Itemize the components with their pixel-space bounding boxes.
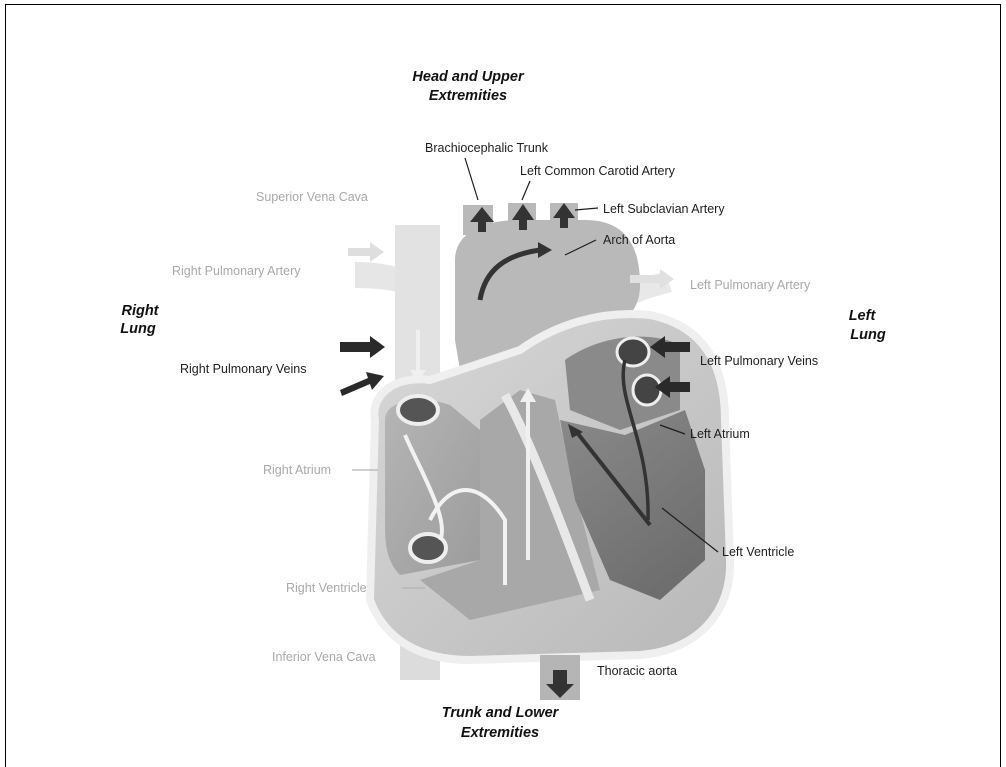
left-lung-label-line1: Left (849, 308, 877, 324)
left-lung-label-line2: Lung (850, 327, 886, 343)
head-region-label-line1: Head and Upper (412, 69, 525, 85)
superior-vena-cava-label: Superior Vena Cava (256, 190, 368, 204)
right-lung-label-line1: Right (121, 303, 159, 319)
leader-carotid (522, 181, 530, 200)
left-subclavian-artery-label: Left Subclavian Artery (603, 202, 725, 216)
trunk-region-label-line2: Extremities (461, 725, 539, 741)
leader-brachiocephalic (465, 158, 478, 200)
tricuspid-valve-top (398, 396, 438, 424)
left-ventricle-label: Left Ventricle (722, 545, 794, 559)
left-atrium-label: Left Atrium (690, 427, 750, 441)
brachiocephalic-trunk-label: Brachiocephalic Trunk (425, 141, 549, 155)
left-common-carotid-artery-label: Left Common Carotid Artery (520, 164, 676, 178)
right-ventricle-label: Right Ventricle (286, 581, 367, 595)
right-pulmonary-veins-label: Right Pulmonary Veins (180, 362, 306, 376)
pulmonary-valve-bottom (633, 375, 661, 405)
leader-subclavian (575, 208, 598, 210)
trunk-region-label-line1: Trunk and Lower (442, 705, 560, 721)
head-region-label-line2: Extremities (429, 88, 507, 104)
right-pulmonary-vein-arrow-2 (340, 372, 384, 396)
right-pulmonary-artery-label: Right Pulmonary Artery (172, 264, 301, 278)
left-pulmonary-artery-label: Left Pulmonary Artery (690, 278, 811, 292)
pale-pulmonary-arrow-left (348, 242, 384, 262)
pulmonary-valve-top (617, 338, 649, 366)
thoracic-aorta-label: Thoracic aorta (597, 664, 677, 678)
inferior-vena-cava-label: Inferior Vena Cava (272, 650, 376, 664)
arch-of-aorta-label: Arch of Aorta (603, 233, 675, 247)
left-pulmonary-veins-label: Left Pulmonary Veins (700, 354, 818, 368)
right-pulmonary-vein-arrow-1 (340, 336, 385, 358)
right-atrium-label: Right Atrium (263, 463, 331, 477)
right-lung-label-line2: Lung (120, 321, 156, 337)
